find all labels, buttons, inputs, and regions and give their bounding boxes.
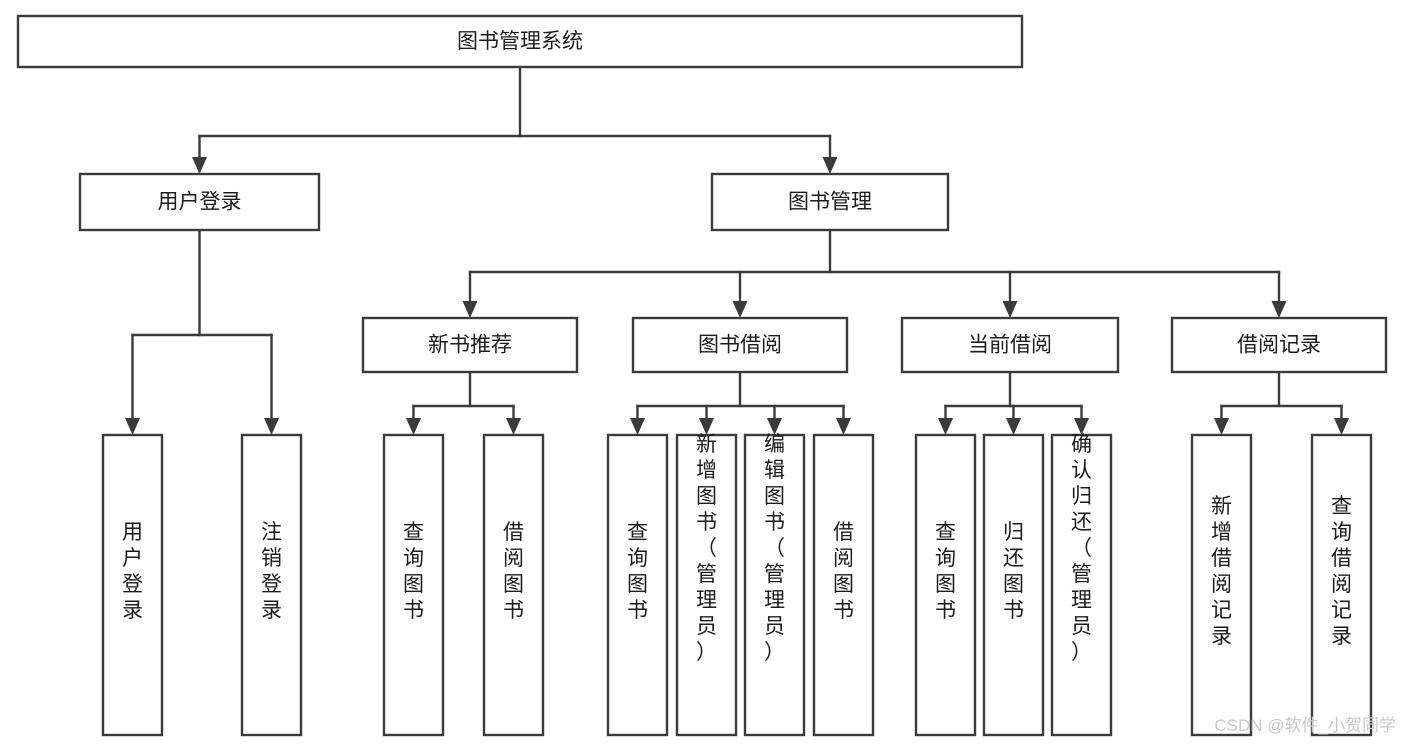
node-label-user-logout-leaf: 注销登录 (261, 521, 282, 622)
connector-layer (125, 65, 1349, 435)
node-box-record-query (1310, 433, 1373, 737)
arrow-head-icon (462, 301, 478, 318)
node-current-query-book[interactable]: 查询图书 (914, 433, 977, 737)
node-box-current-borrow (900, 316, 1120, 374)
node-current-return-book[interactable]: 归还图书 (982, 433, 1045, 737)
arrow-head-icon (506, 418, 521, 435)
node-box-user-logout-leaf (240, 433, 303, 737)
node-box-user-login (78, 172, 321, 232)
node-borrow-query-book[interactable]: 查询图书 (606, 433, 669, 737)
arrow-head-icon (264, 418, 279, 435)
node-box-borrow-record (1170, 316, 1388, 374)
node-label-current-confirm-return-admin: 确认归还（管理员） (1071, 433, 1092, 664)
node-box-recommend-borrow-book (482, 433, 545, 737)
node-box-recommend-query-book (382, 433, 445, 737)
node-current-borrow[interactable]: 当前借阅 (900, 316, 1120, 374)
node-box-current-return-book (982, 433, 1045, 737)
arrow-head-icon (938, 418, 953, 435)
node-label-book-borrow: 图书借阅 (698, 334, 782, 357)
node-label-root: 图书管理系统 (457, 30, 583, 53)
arrow-head-icon (1271, 301, 1287, 318)
node-label-borrow-record: 借阅记录 (1237, 334, 1321, 357)
node-label-borrow-borrow-book: 借阅图书 (833, 521, 854, 622)
node-box-record-add (1190, 433, 1253, 737)
node-box-borrow-borrow-book (812, 433, 875, 737)
node-label-user-login: 用户登录 (158, 191, 242, 214)
node-box-current-confirm-return-admin (1050, 433, 1113, 737)
node-label-borrow-add-book-admin: 新增图书（管理员） (696, 433, 717, 664)
node-label-new-book-recommend: 新书推荐 (428, 334, 512, 357)
node-label-current-borrow: 当前借阅 (968, 334, 1052, 357)
node-box-book-manage (710, 172, 950, 232)
node-label-record-query: 查询借阅记录 (1331, 495, 1352, 648)
node-label-current-query-book: 查询图书 (935, 521, 956, 622)
arrow-head-icon (125, 418, 140, 435)
arrow-head-icon (1334, 418, 1349, 435)
arrow-head-icon (630, 418, 645, 435)
node-box-borrow-add-book-admin (675, 433, 738, 737)
node-record-query[interactable]: 查询借阅记录 (1310, 433, 1373, 737)
arrow-head-icon (732, 301, 748, 318)
node-borrow-edit-book-admin[interactable]: 编辑图书（管理员） (743, 433, 806, 737)
arrow-head-icon (836, 418, 851, 435)
node-label-book-manage: 图书管理 (788, 191, 872, 214)
node-recommend-borrow-book[interactable]: 借阅图书 (482, 433, 545, 737)
node-recommend-query-book[interactable]: 查询图书 (382, 433, 445, 737)
node-box-book-borrow (631, 316, 849, 374)
node-borrow-add-book-admin[interactable]: 新增图书（管理员） (675, 433, 738, 737)
node-box-borrow-query-book (606, 433, 669, 737)
node-new-book-recommend[interactable]: 新书推荐 (361, 316, 579, 374)
arrow-head-icon (1006, 418, 1021, 435)
arrow-head-icon (406, 418, 421, 435)
arrow-head-icon (1002, 301, 1018, 318)
arrow-head-icon (822, 157, 838, 174)
node-label-borrow-query-book: 查询图书 (627, 521, 648, 622)
node-label-user-login-leaf: 用户登录 (122, 521, 143, 622)
node-book-manage[interactable]: 图书管理 (710, 172, 950, 232)
arrow-head-icon (192, 157, 207, 174)
node-label-record-add: 新增借阅记录 (1211, 495, 1232, 648)
node-box-root (16, 14, 1024, 69)
arrow-head-icon (1214, 418, 1229, 435)
node-user-login[interactable]: 用户登录 (78, 172, 321, 232)
node-box-borrow-edit-book-admin (743, 433, 806, 737)
node-user-login-leaf[interactable]: 用户登录 (101, 433, 164, 737)
node-borrow-record[interactable]: 借阅记录 (1170, 316, 1388, 374)
node-borrow-borrow-book[interactable]: 借阅图书 (812, 433, 875, 737)
node-root[interactable]: 图书管理系统 (16, 14, 1024, 69)
node-layer: 图书管理系统用户登录图书管理用户登录注销登录新书推荐查询图书借阅图书图书借阅查询… (16, 14, 1388, 737)
arrow-head-icon (767, 418, 782, 435)
node-box-current-query-book (914, 433, 977, 737)
node-label-borrow-edit-book-admin: 编辑图书（管理员） (764, 433, 785, 664)
node-label-current-return-book: 归还图书 (1003, 521, 1024, 622)
watermark-label: CSDN @软件_小贺同学 (1214, 716, 1396, 735)
arrow-head-icon (1074, 418, 1089, 435)
node-user-logout-leaf[interactable]: 注销登录 (240, 433, 303, 737)
arrow-head-icon (699, 418, 714, 435)
node-box-new-book-recommend (361, 316, 579, 374)
node-record-add[interactable]: 新增借阅记录 (1190, 433, 1253, 737)
node-current-confirm-return-admin[interactable]: 确认归还（管理员） (1050, 433, 1113, 737)
node-label-recommend-query-book: 查询图书 (403, 521, 424, 622)
node-book-borrow[interactable]: 图书借阅 (631, 316, 849, 374)
node-label-recommend-borrow-book: 借阅图书 (503, 521, 524, 622)
node-box-user-login-leaf (101, 433, 164, 737)
